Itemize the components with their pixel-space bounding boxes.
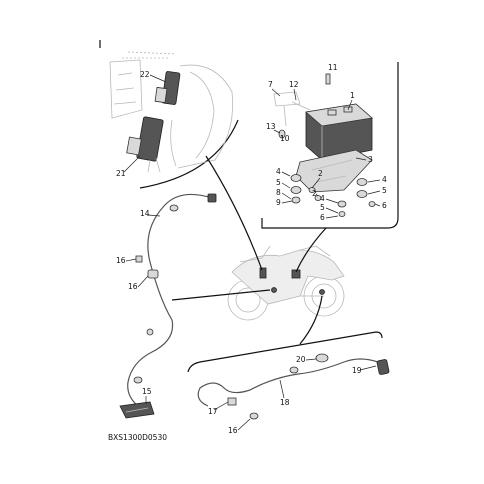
bike-ecu-location: [259, 267, 267, 279]
ecu-connector-part: [161, 71, 181, 105]
callout-9: 9: [276, 198, 281, 207]
rear-wheel-sensor-lead-part: [197, 358, 379, 407]
callout-15: 15: [142, 387, 152, 396]
callout-4a: 4: [276, 167, 281, 176]
pointer-lines: [171, 155, 327, 345]
callout-17: 17: [208, 407, 218, 416]
callout-21: 21: [116, 169, 126, 178]
front-sensor-lead: 14 16 16 15: [116, 193, 217, 419]
rear-sensor-inset: 20 19 17 18 16: [187, 331, 390, 435]
callout-16b: 16: [128, 282, 138, 291]
callout-6a: 6: [320, 213, 325, 222]
callout-10: 10: [280, 134, 290, 143]
callout-22: 22: [140, 70, 150, 79]
callout-1: 1: [350, 91, 355, 100]
battery-inset-frame: [261, 62, 399, 229]
rear-sensor-part: [376, 359, 390, 375]
front-wheel-sensor-lead-part: [127, 193, 213, 407]
callout-5c: 5: [382, 186, 387, 195]
callout-12: 12: [289, 80, 299, 89]
bike-battery-location: [291, 269, 301, 279]
callout-5b: 5: [320, 203, 325, 212]
callout-11: 11: [328, 63, 338, 72]
callout-8: 8: [276, 188, 281, 197]
ecu-unit-part: [136, 116, 164, 162]
battery-inset: 7 12 11 1 13 10 3 4 5 8 9 2 2 4 5 6 4 5 …: [261, 62, 399, 229]
diagram-code: BXS1300D0530: [108, 433, 167, 442]
motorcycle-outline: [227, 245, 345, 321]
ecu-inset: 22 21: [99, 40, 239, 189]
lead-clamp-part: [315, 353, 329, 363]
callout-7: 7: [268, 80, 273, 89]
callout-16a: 16: [116, 256, 126, 265]
callout-20: 20: [296, 355, 306, 364]
callout-14: 14: [140, 209, 150, 218]
callout-4c: 4: [382, 175, 387, 184]
callout-16c: 16: [228, 426, 238, 435]
callout-18: 18: [280, 398, 290, 407]
callout-4b: 4: [320, 194, 325, 203]
damper-part: [290, 174, 302, 182]
ecu-inset-frame: [99, 40, 239, 189]
callout-3: 3: [368, 155, 373, 164]
callout-19: 19: [352, 366, 362, 375]
callout-13: 13: [266, 122, 276, 131]
rear-sensor-inset-frame: [187, 331, 383, 373]
lead-holder-part: [147, 269, 159, 279]
callout-6b: 6: [382, 201, 387, 210]
callout-2a: 2: [318, 169, 323, 178]
callout-5a: 5: [276, 178, 281, 187]
callout-2b: 2: [312, 189, 317, 198]
